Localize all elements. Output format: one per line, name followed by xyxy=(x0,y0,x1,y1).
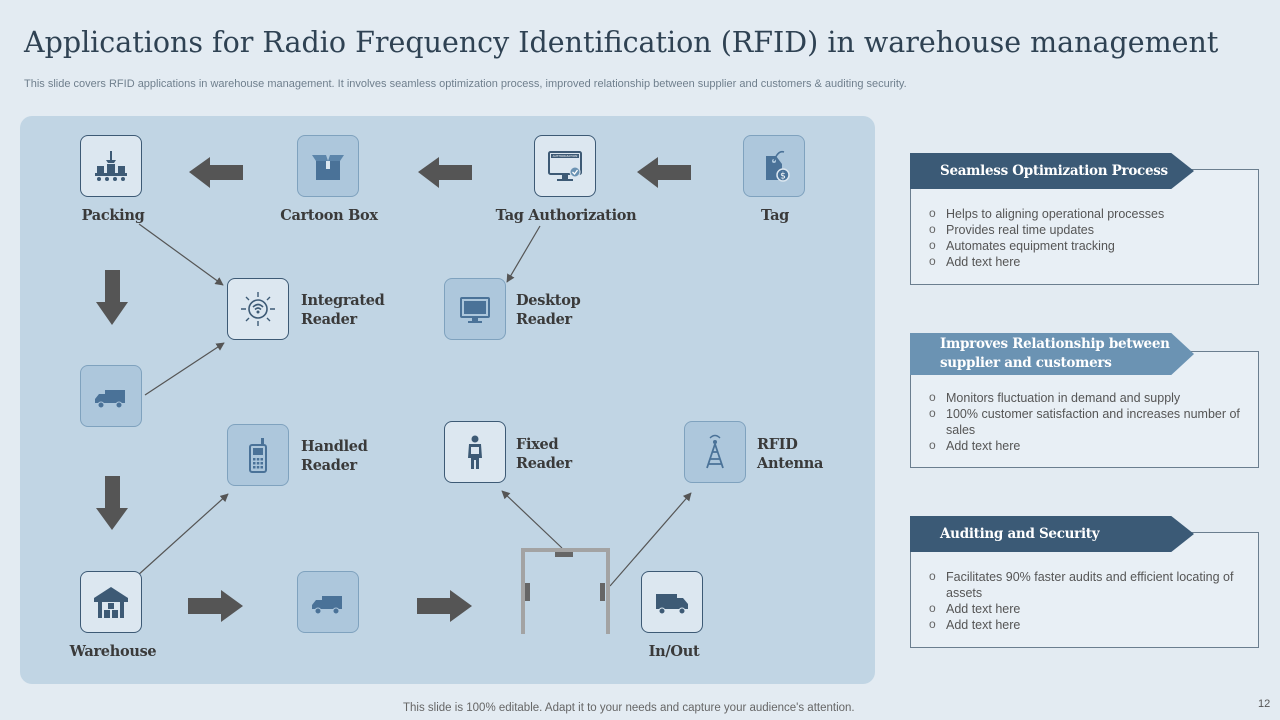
warehouse-label: Warehouse xyxy=(69,643,157,660)
handled-reader-node xyxy=(227,424,289,486)
cartoon-box-node xyxy=(297,135,359,197)
fixed-reader-node xyxy=(444,421,506,483)
cartoon-box-label: Cartoon Box xyxy=(280,207,378,224)
card-list-auditing: Facilitates 90% faster audits and effici… xyxy=(929,568,1246,633)
tag-label: Tag xyxy=(760,207,790,224)
list-item: Add text here xyxy=(929,600,1246,617)
card-title-relationship: Improves Relationship between supplier a… xyxy=(910,333,1194,375)
list-item: Add text here xyxy=(929,616,1246,633)
list-item: Provides real time updates xyxy=(929,221,1246,238)
integrated-reader-label: Integrated Reader xyxy=(301,292,385,328)
wireless-signal-icon xyxy=(241,292,275,326)
delivery-truck-icon xyxy=(656,594,688,615)
warehouse-icon xyxy=(94,587,128,618)
list-item: Add text here xyxy=(929,437,1246,454)
desktop-monitor-icon xyxy=(460,297,490,323)
tag-authorization-label: Tag Authorization xyxy=(495,207,637,224)
truck-node-bottom xyxy=(297,571,359,633)
list-item: 100% customer satisfaction and increases… xyxy=(929,405,1246,438)
packing-label: Packing xyxy=(81,207,145,224)
list-item: Monitors fluctuation in demand and suppl… xyxy=(929,389,1246,406)
fixed-reader-label: Fixed Reader xyxy=(516,436,572,472)
integrated-reader-node xyxy=(227,278,289,340)
monitor-authorization-icon: AUTHORIZATION xyxy=(548,151,582,181)
handheld-scanner-icon xyxy=(249,438,267,473)
card-list-relationship: Monitors fluctuation in demand and suppl… xyxy=(929,389,1246,454)
handled-reader-label: Handled Reader xyxy=(301,438,368,474)
price-tag-icon: $ xyxy=(766,150,790,182)
truck-node-left xyxy=(80,365,142,427)
desktop-reader-label: Desktop Reader xyxy=(516,292,581,328)
list-item: Automates equipment tracking xyxy=(929,237,1246,254)
conveyor-icon xyxy=(95,151,127,181)
svg-text:$: $ xyxy=(780,172,786,182)
list-item: Add text here xyxy=(929,253,1246,270)
list-item: Helps to aligning operational processes xyxy=(929,205,1246,222)
desktop-reader-node xyxy=(444,278,506,340)
page-title: Applications for Radio Frequency Identif… xyxy=(24,26,1219,59)
card-list-seamless: Helps to aligning operational processes … xyxy=(929,205,1246,270)
footer-note: This slide is 100% editable. Adapt it to… xyxy=(403,702,855,714)
antenna-tower-icon xyxy=(706,434,724,469)
rfid-antenna-label: RFID Antenna xyxy=(757,436,824,472)
packing-node xyxy=(80,135,142,197)
card-title-auditing: Auditing and Security xyxy=(910,516,1194,552)
diagram-panel xyxy=(20,116,875,684)
person-reader-icon xyxy=(468,435,482,469)
page-number: 12 xyxy=(1258,698,1271,710)
tag-node: $ xyxy=(743,135,805,197)
in-out-node xyxy=(641,571,703,633)
truck-icon xyxy=(312,596,342,615)
rfid-antenna-node xyxy=(684,421,746,483)
page-subtitle: This slide covers RFID applications in w… xyxy=(24,78,907,90)
box-icon xyxy=(312,155,344,180)
tag-authorization-node: AUTHORIZATION xyxy=(534,135,596,197)
in-out-label: In/Out xyxy=(648,643,700,660)
warehouse-node xyxy=(80,571,142,633)
list-item: Facilitates 90% faster audits and effici… xyxy=(929,568,1246,601)
card-title-seamless: Seamless Optimization Process xyxy=(910,153,1194,189)
svg-text:AUTHORIZATION: AUTHORIZATION xyxy=(553,154,578,158)
truck-icon xyxy=(95,390,125,409)
